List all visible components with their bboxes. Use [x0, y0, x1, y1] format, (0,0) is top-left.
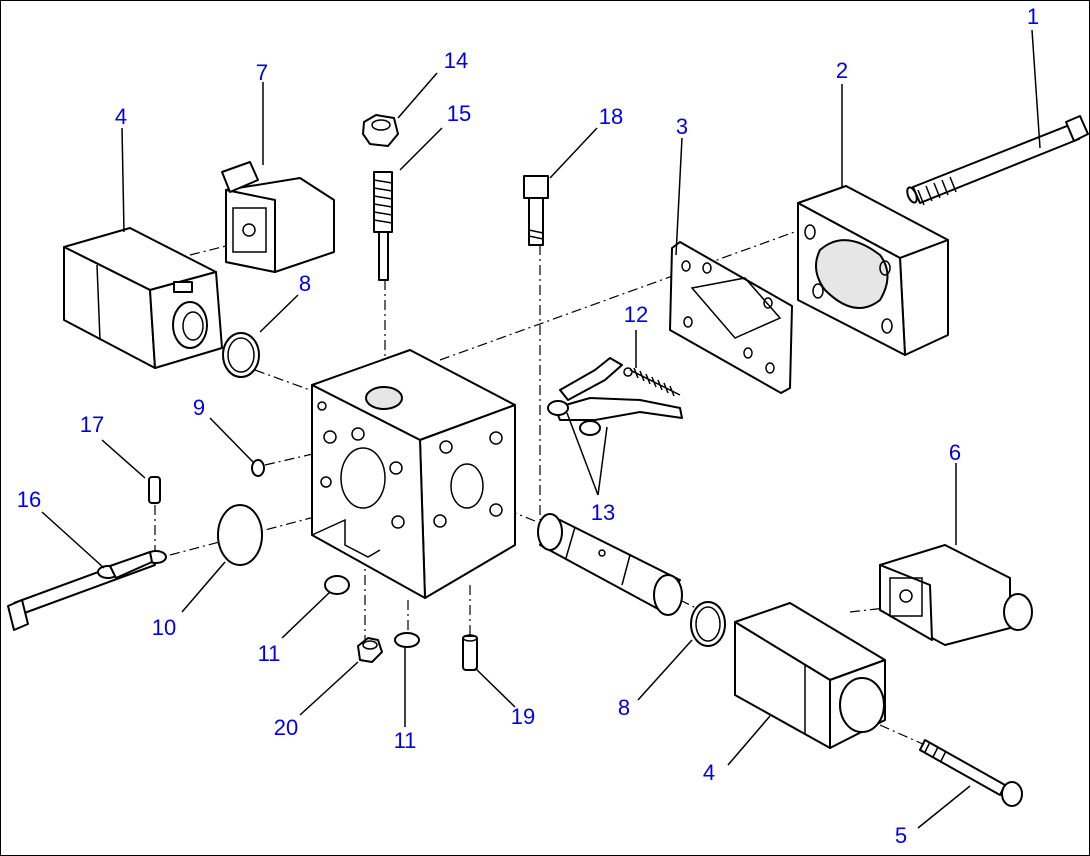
- callout-7: 7: [256, 60, 268, 85]
- pin-part-17: [148, 476, 161, 504]
- connector-part-7: [221, 161, 335, 273]
- callout-3: 3: [676, 114, 688, 139]
- callout-14: 14: [444, 48, 468, 73]
- callout-11-left: 11: [258, 641, 281, 666]
- solenoid-part-4-upper: [63, 227, 223, 369]
- callout-8-upper: 8: [299, 271, 311, 296]
- callout-numbers: 1 2 3 4 4 5 6 7 8 8 9 10 11 11 12 13 14 …: [17, 4, 1039, 848]
- callout-8-lower: 8: [618, 695, 630, 720]
- bolt-part-16: [7, 550, 167, 631]
- solenoid-part-4-lower: [734, 602, 886, 749]
- ring-part-11-left: [324, 575, 350, 595]
- leader-lines: [41, 29, 1041, 829]
- callout-6: 6: [949, 440, 961, 465]
- callout-20: 20: [274, 715, 298, 740]
- callout-5: 5: [895, 823, 907, 848]
- flange-block-part-2: [797, 185, 949, 356]
- o-ring-part-10: [217, 504, 263, 566]
- callout-9: 9: [193, 395, 205, 420]
- callout-16: 16: [17, 487, 41, 512]
- callout-12: 12: [624, 302, 648, 327]
- callout-4-lower: 4: [703, 760, 715, 785]
- connector-part-6: [879, 544, 1033, 646]
- valve-body: [311, 349, 516, 599]
- spool: [537, 513, 683, 616]
- callout-1: 1: [1027, 4, 1039, 29]
- callout-17: 17: [80, 412, 104, 437]
- bolt-part-5: [919, 739, 1023, 807]
- plug-part-20: [357, 637, 383, 663]
- o-ring-part-8-upper-inner: [227, 337, 255, 373]
- callout-2: 2: [836, 58, 848, 83]
- bolt-part-1: [906, 115, 1089, 206]
- nut-part-14: [362, 114, 399, 147]
- callout-18: 18: [599, 104, 623, 129]
- ring-part-11-center: [394, 632, 420, 648]
- lever-part-13: [547, 357, 683, 436]
- o-ring-part-8-upper: [222, 332, 260, 378]
- callout-10: 10: [152, 615, 176, 640]
- screw-part-15: [373, 171, 393, 281]
- callout-4-upper: 4: [115, 104, 127, 129]
- gasket-part-3: [669, 241, 793, 394]
- o-ring-part-8-lower-inner: [695, 606, 721, 642]
- cap-screw-part-18: [523, 175, 549, 246]
- callout-11-center: 11: [394, 728, 417, 753]
- pin-part-19: [462, 634, 478, 671]
- callout-15: 15: [447, 101, 471, 126]
- callout-19: 19: [511, 704, 535, 729]
- spring-part-12: [623, 367, 681, 397]
- callout-13: 13: [591, 500, 615, 525]
- ring-part-9: [251, 459, 265, 477]
